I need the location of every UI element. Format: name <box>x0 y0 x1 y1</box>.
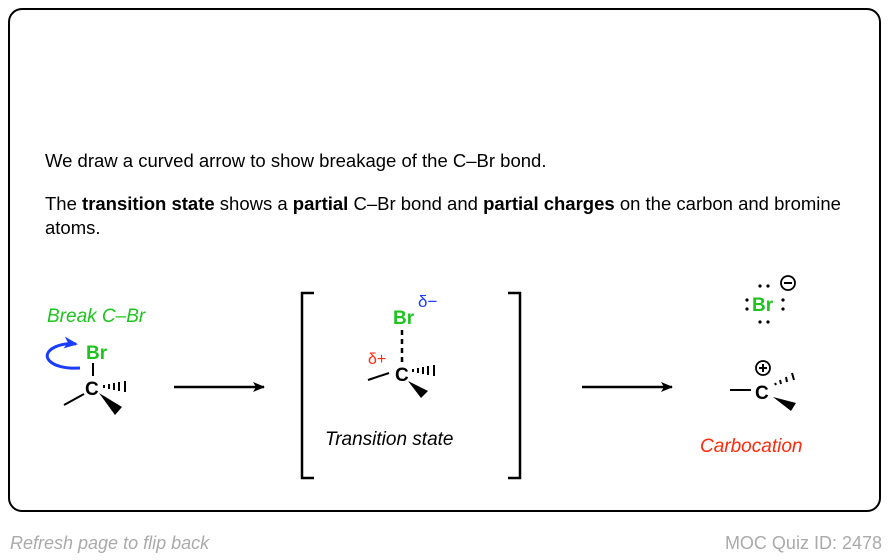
explanation-line-2: The transition state shows a partial C–B… <box>45 192 875 240</box>
positive-charge-icon <box>755 360 771 376</box>
delta-plus: δ+ <box>368 351 386 368</box>
text: The <box>45 193 83 214</box>
flashcard[interactable] <box>8 8 881 512</box>
curved-arrow-icon <box>45 336 81 370</box>
lone-pairs <box>745 284 785 324</box>
break-c-br-label: Break C–Br <box>47 306 146 327</box>
bromine-atom: Br <box>86 343 108 364</box>
wedge-bond <box>408 381 428 398</box>
bromide-ion: Br <box>752 295 774 316</box>
ts-carbon-atom: C <box>395 365 409 386</box>
bold-text: partial <box>292 193 349 214</box>
carbocation-label: Carbocation <box>700 436 802 457</box>
delta-minus: δ− <box>418 292 437 311</box>
wedge-bond <box>773 397 796 411</box>
text: on the carbon and bromine atoms. <box>45 193 841 238</box>
hashed-wedge-bond <box>412 365 435 376</box>
bold-text: partial charges <box>483 193 615 214</box>
carbon-atom: C <box>85 379 99 400</box>
negative-charge-icon <box>780 275 796 291</box>
bond <box>367 372 390 381</box>
ts-bromine-atom: Br <box>393 308 415 329</box>
right-bracket <box>508 291 522 480</box>
carbocation-carbon: C <box>755 383 769 404</box>
explanation-line-1: We draw a curved arrow to show breakage … <box>45 150 547 171</box>
text: C–Br bond and <box>348 193 484 214</box>
transition-state-label: Transition state <box>325 429 453 450</box>
hashed-wedge-bond <box>103 381 126 392</box>
refresh-hint[interactable]: Refresh page to flip back <box>10 533 210 553</box>
text: shows a <box>214 193 293 214</box>
bold-text: transition state <box>82 193 215 214</box>
wedge-bond <box>99 393 122 415</box>
hashed-wedge-bond <box>774 372 795 386</box>
bond <box>63 393 85 406</box>
quiz-id: MOC Quiz ID: 2478 <box>724 533 882 553</box>
left-bracket <box>300 291 314 480</box>
